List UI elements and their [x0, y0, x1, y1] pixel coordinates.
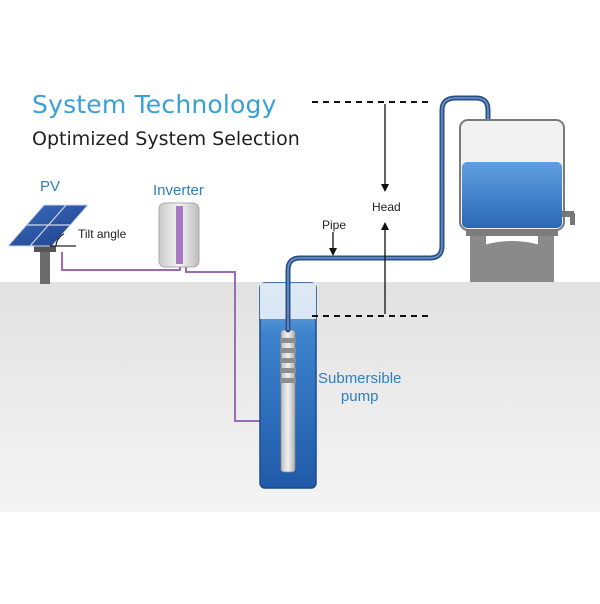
water-tank — [459, 119, 575, 282]
pipe-label: Pipe — [322, 218, 347, 232]
page-title: System Technology — [32, 90, 277, 119]
head-label: Head — [372, 200, 401, 214]
cable-inverter-pump — [185, 267, 282, 422]
head-dimension — [312, 101, 432, 317]
inverter-unit — [158, 202, 200, 268]
inverter-label: Inverter — [153, 182, 204, 199]
pump-label-line1: Submersible — [318, 370, 402, 387]
submersible-pump-label: Submersible pump — [318, 370, 401, 406]
pump-label-line2: pump — [340, 388, 379, 405]
tilt-angle-label: Tilt angle — [78, 227, 127, 241]
tap-icon — [570, 213, 575, 225]
pv-label: PV — [40, 178, 61, 195]
cable-pv-inverter — [61, 252, 181, 271]
page-subtitle: Optimized System Selection — [32, 128, 300, 150]
pv-panel — [6, 204, 90, 284]
